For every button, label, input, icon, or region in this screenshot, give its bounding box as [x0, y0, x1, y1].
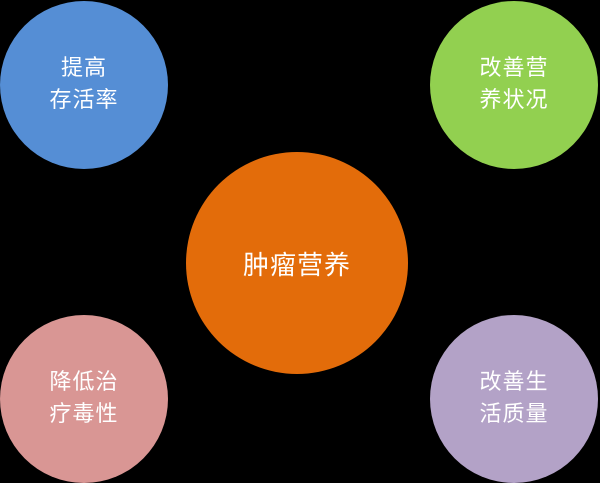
node-label-line: 存活率	[49, 88, 119, 113]
center-label: 肿瘤营养	[242, 250, 351, 281]
node-label-line: 活质量	[479, 402, 549, 427]
node-label-line: 养状况	[479, 88, 549, 113]
node-label-line: 疗毒性	[49, 402, 119, 427]
node-improve-survival: 提高 存活率	[0, 1, 168, 169]
node-label-line: 改善生	[479, 370, 549, 395]
node-improve-nutrition: 改善营 养状况	[430, 1, 598, 169]
node-label-line: 降低治	[49, 370, 119, 395]
node-improve-quality-of-life: 改善生 活质量	[430, 315, 598, 483]
node-reduce-toxicity: 降低治 疗毒性	[0, 315, 168, 483]
node-label-line: 提高	[60, 56, 107, 81]
center-node-tumor-nutrition: 肿瘤营养	[186, 152, 408, 374]
node-label-line: 改善营	[479, 56, 549, 81]
